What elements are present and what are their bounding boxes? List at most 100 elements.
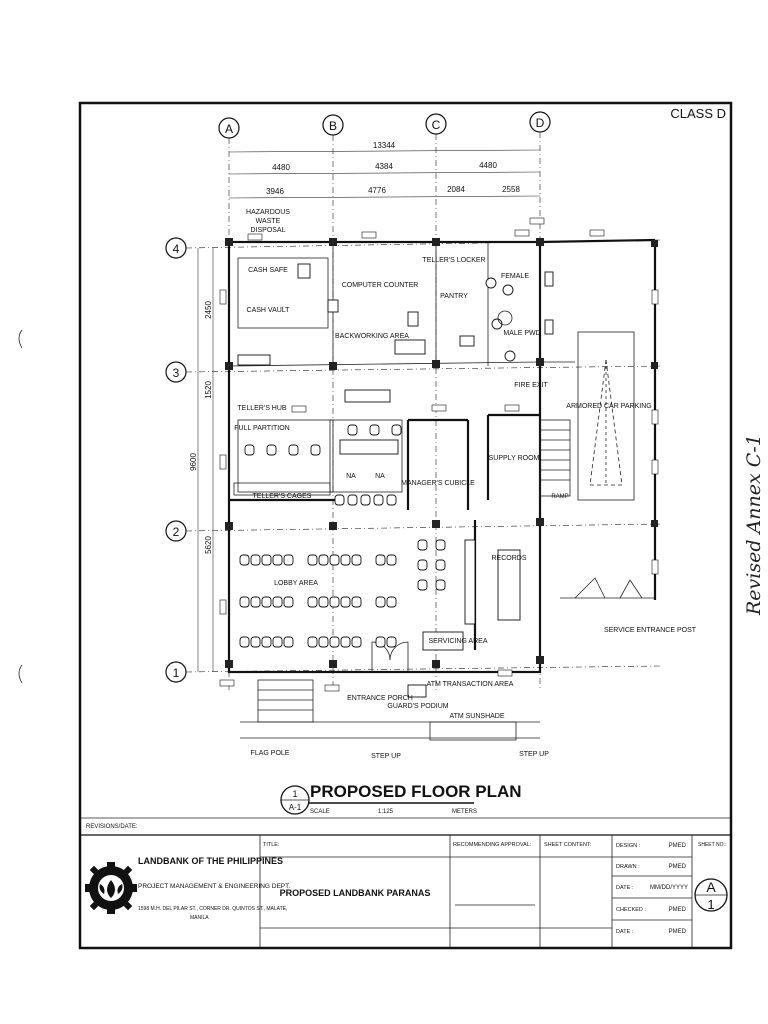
grid-column-bubbles: A B C D — [218, 111, 551, 139]
chair — [239, 554, 250, 566]
grid-col-b: B — [329, 119, 337, 133]
dim-row1-c: 4480 — [479, 161, 497, 170]
sheet-content-label: SHEET CONTENT: — [544, 842, 592, 848]
grid-row-2: 2 — [173, 525, 180, 539]
chair — [340, 554, 351, 566]
dim-vertical-c: 5620 — [204, 536, 213, 554]
chair — [351, 596, 362, 608]
chair — [386, 554, 397, 566]
seating — [239, 424, 446, 648]
chair — [417, 559, 428, 571]
label-ramp: RAMP — [551, 494, 568, 500]
design-value: PMED — [669, 843, 687, 849]
chair — [435, 559, 446, 571]
chair — [283, 554, 294, 566]
dim-vertical-total: 9600 — [189, 453, 198, 471]
title-label: TITLE: — [263, 842, 280, 848]
org-name: LANDBANK OF THE PHILIPPINES — [138, 856, 283, 866]
label-tellers-locker: TELLER'S LOCKER — [422, 257, 485, 264]
chair — [375, 596, 386, 608]
chair — [329, 636, 340, 648]
label-supply-room: SUPPLY ROOM — [489, 455, 540, 462]
label-cash-vault: CASH VAULT — [247, 307, 291, 314]
label-servicing: SERVICING AREA — [428, 638, 487, 645]
chair — [261, 636, 272, 648]
label-entrance-porch: ENTRANCE PORCH — [347, 695, 413, 702]
label-disposal: DISPOSAL — [250, 227, 285, 234]
title-block: REVISIONS/DATE: — [80, 817, 731, 948]
label-step-up-2: STEP UP — [519, 751, 549, 758]
chair — [375, 636, 386, 648]
plan-number: 1 — [292, 789, 297, 799]
chair — [435, 539, 446, 551]
project-title: PROPOSED LANDBANK PARANAS — [280, 888, 431, 898]
plan-title: 1 A-1 PROPOSED FLOOR PLAN SCALE 1:125 ME… — [280, 782, 522, 815]
plan-scale-label: SCALE — [310, 809, 330, 815]
chair — [347, 424, 358, 436]
label-backworking: BACKWORKING AREA — [335, 333, 409, 340]
label-guards-podium: GUARD'S PODIUM — [387, 703, 448, 710]
chair — [250, 554, 261, 566]
date-label: DATE : — [616, 885, 634, 891]
furniture — [233, 331, 655, 741]
dim-row2-b: 4776 — [368, 186, 386, 195]
label-flag-pole: FLAG POLE — [251, 750, 290, 757]
dim-vertical-a: 2450 — [204, 301, 213, 319]
label-step-up-1: STEP UP — [371, 753, 401, 760]
chair — [373, 494, 384, 506]
scan-mark — [18, 329, 23, 349]
chair — [307, 596, 318, 608]
chair — [340, 596, 351, 608]
dim-row2-d: 2558 — [502, 185, 520, 194]
grid-row-4: 4 — [173, 242, 180, 256]
chair — [329, 554, 340, 566]
label-waste: WASTE — [256, 218, 281, 225]
org-address-2: MANILA — [190, 915, 209, 921]
revisions-label: REVISIONS/DATE: — [86, 824, 138, 830]
plan-scale-value: 1:125 — [378, 809, 394, 815]
org-address-1: 1598 M.H. DEL PILAR ST., CORNER DR. QUIN… — [138, 906, 287, 912]
structural-columns — [225, 238, 658, 668]
label-tellers-hub: TELLER'S HUB — [237, 405, 287, 412]
plan-title-text: PROPOSED FLOOR PLAN — [310, 782, 522, 801]
label-female: FEMALE — [501, 273, 529, 280]
chair — [244, 444, 255, 456]
label-fire-exit: FIRE EXIT — [514, 382, 548, 389]
drawn-label: DRAWN : — [616, 864, 640, 870]
date-value: MM/DD/YYYY — [650, 885, 688, 891]
chair — [360, 494, 371, 506]
grid-col-d: D — [536, 116, 545, 130]
chair — [239, 596, 250, 608]
grid-row-1: 1 — [173, 666, 180, 680]
chair — [375, 554, 386, 566]
chair — [318, 554, 329, 566]
sheet-no-label: SHEET NO.: — [698, 842, 726, 848]
toilet-fixtures — [297, 263, 554, 362]
chair — [417, 579, 428, 591]
sheet-letter: A — [706, 879, 716, 895]
label-armored-parking: ARMORED CAR PARKING — [566, 403, 651, 410]
org-dept: PROJECT MANAGEMENT & ENGINEERING DEPT. — [138, 883, 290, 890]
label-atm-transaction: ATM TRANSACTION AREA — [427, 681, 514, 688]
sheet-class-label: CLASS D — [670, 106, 726, 121]
chair — [261, 554, 272, 566]
chair — [272, 636, 283, 648]
plan-unit: METERS — [452, 809, 477, 815]
chair — [386, 494, 397, 506]
dim-row1-a: 4480 — [272, 163, 290, 172]
grid-row-3: 3 — [173, 366, 180, 380]
horizontal-dimensions: 13344 4480 4384 4480 3946 4776 2084 2558 — [228, 141, 541, 199]
chair — [283, 636, 294, 648]
chair — [307, 636, 318, 648]
chair — [266, 444, 277, 456]
label-lobby: LOBBY AREA — [274, 580, 318, 587]
handwritten-annotation: Revised Annex C-1 — [743, 434, 765, 616]
chair — [272, 554, 283, 566]
sheet-border — [78, 101, 733, 950]
chair — [435, 579, 446, 591]
label-service-entrance: SERVICE ENTRANCE POST — [604, 627, 697, 634]
grid-col-a: A — [225, 122, 233, 136]
label-records: RECORDS — [491, 555, 526, 562]
drawn-value: PMED — [669, 864, 687, 870]
